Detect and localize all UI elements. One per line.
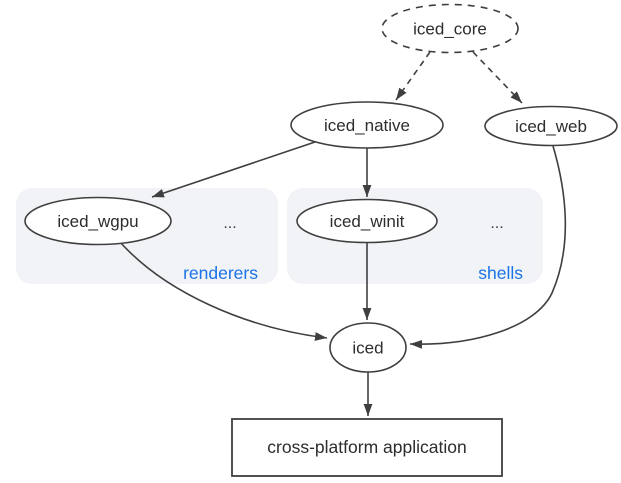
iced-winit-label: iced_winit — [330, 212, 405, 231]
iced-winit-ellipse — [296, 198, 438, 244]
shells-group-label: shells — [478, 263, 523, 283]
renderers-ellipsis: ... — [223, 215, 236, 232]
iced-node: iced — [329, 322, 407, 373]
iced-web-node: iced_web — [484, 105, 618, 147]
edge-iced-wgpu-to-iced — [119, 241, 328, 341]
edge-iced-native-to-iced-wgpu — [151, 141, 316, 198]
iced-core-node: iced_core — [381, 3, 519, 54]
iced-native-label: iced_native — [324, 116, 410, 135]
iced-wgpu-node: iced_wgpu — [24, 196, 172, 246]
iced-wgpu-ellipse — [24, 196, 172, 246]
iced-web-label: iced_web — [515, 117, 587, 136]
application-label: cross-platform application — [267, 437, 466, 457]
renderers-group-label: renderers — [183, 263, 258, 283]
shells-ellipsis: ... — [490, 215, 503, 232]
iced-wgpu-label: iced_wgpu — [57, 212, 138, 231]
iced-core-ellipse — [381, 3, 519, 54]
edge-iced-web-to-iced — [409, 145, 567, 349]
iced-winit-node: iced_winit — [296, 198, 438, 244]
iced-core-label: iced_core — [413, 20, 487, 39]
application-rect — [231, 418, 503, 477]
iced-native-ellipse — [290, 101, 444, 149]
iced-web-ellipse — [484, 105, 618, 147]
iced-ellipse — [329, 322, 407, 373]
iced-native-node: iced_native — [290, 101, 444, 149]
edge-iced-core-to-iced-native — [395, 51, 431, 101]
application-node: cross-platform application — [231, 418, 503, 477]
iced-label: iced — [352, 339, 383, 358]
edge-iced-core-to-iced-web — [472, 51, 523, 104]
